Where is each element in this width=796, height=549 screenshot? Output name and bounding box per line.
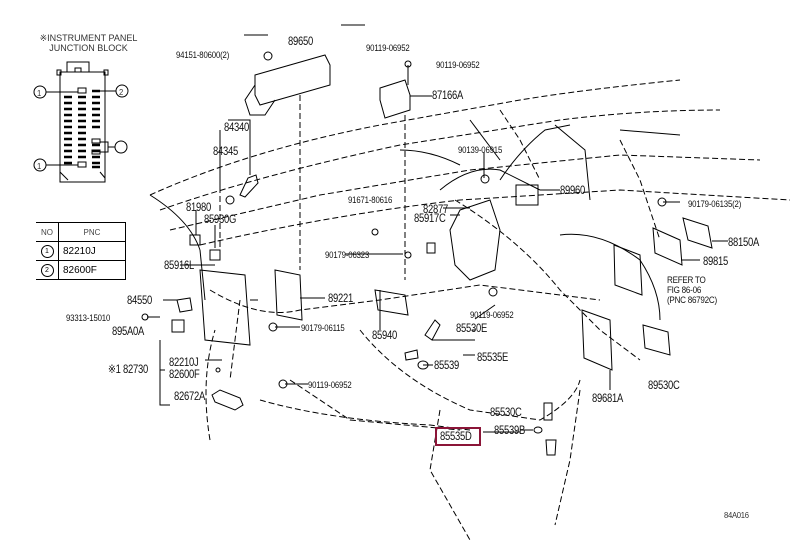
part-label-85530C[interactable]: 85530C	[490, 407, 522, 419]
part-label-84550[interactable]: 84550	[127, 295, 152, 307]
part-label-89650[interactable]: 89650	[288, 36, 313, 48]
highlighted-part-box	[435, 427, 481, 446]
junction-block-inset	[33, 61, 129, 183]
part-label-90179-06135[interactable]: 90179-06135(2)	[688, 199, 742, 210]
part-label-82600F[interactable]: 82600F	[169, 369, 200, 381]
pnc-table-row: 1 82210J	[36, 241, 126, 261]
part-label-85535E[interactable]: 85535E	[477, 352, 509, 364]
part-label-85930G[interactable]: 85930G	[204, 214, 237, 226]
part-label-82877[interactable]: 82877	[423, 204, 448, 216]
row-number-circle: 2	[40, 263, 54, 277]
part-label-90119-06952-c[interactable]: 90119-06952	[470, 310, 514, 321]
part-label-93313-15010[interactable]: 93313-15010	[66, 313, 111, 324]
part-label-90119-06952-d[interactable]: 90119-06952	[308, 380, 352, 391]
part-label-89960[interactable]: 89960	[560, 185, 585, 197]
pnc-legend-table: NO PNC 1 82210J 2 82600F	[36, 222, 126, 280]
header-pnc: PNC	[58, 222, 126, 242]
part-label-90119-06952-b[interactable]: 90119-06952	[436, 60, 480, 71]
part-label-85940[interactable]: 85940	[372, 330, 397, 342]
part-label-90179-06115[interactable]: 90179-06115	[301, 323, 345, 334]
part-label-89815[interactable]: 89815	[703, 256, 728, 268]
part-label-94151-80600[interactable]: 94151-80600(2)	[176, 50, 230, 61]
callout-1-top: 1	[37, 88, 41, 98]
part-label-84345[interactable]: 84345	[213, 146, 238, 158]
component-shapes	[141, 51, 713, 456]
instrument-panel-outline	[149, 79, 791, 541]
pnc-table-row: 2 82600F	[36, 260, 126, 280]
refer-note-line1: REFER TO	[667, 275, 706, 286]
junction-block-title-line2: JUNCTION BLOCK	[49, 43, 128, 53]
part-label-85530E[interactable]: 85530E	[456, 323, 488, 335]
header-no: NO	[36, 222, 59, 242]
part-label-89530C[interactable]: 89530C	[648, 380, 680, 392]
junction-block-title: ※INSTRUMENT PANEL JUNCTION BLOCK	[36, 33, 141, 53]
refer-note-line3[interactable]: (PNC 86792C)	[667, 295, 717, 306]
part-label-91671-80616[interactable]: 91671-80616	[348, 195, 393, 206]
part-label-85535D[interactable]: 85535D	[440, 431, 472, 443]
figure-code: 84A016	[724, 510, 749, 520]
part-label-90139-06915[interactable]: 90139-06915	[458, 145, 503, 156]
part-label-85917C[interactable]: 85917C	[414, 213, 446, 225]
part-label-85539B[interactable]: 85539B	[494, 425, 526, 437]
part-label-81980[interactable]: 81980	[186, 202, 211, 214]
part-label-82730[interactable]: ※1 82730	[108, 364, 149, 376]
part-label-895A0A[interactable]: 895A0A	[112, 326, 145, 338]
callout-1-bottom: 1	[37, 161, 41, 171]
pnc-value[interactable]: 82600F	[58, 260, 126, 280]
part-label-82672A[interactable]: 82672A	[174, 391, 206, 403]
pnc-value[interactable]: 82210J	[58, 241, 126, 261]
callout-2: 2	[119, 87, 123, 97]
part-label-89221[interactable]: 89221	[328, 293, 353, 305]
leader-lines	[147, 24, 728, 433]
pnc-table-header: NO PNC	[36, 222, 126, 242]
refer-note-line2[interactable]: FIG 86-06	[667, 285, 702, 296]
junction-block-title-line1: ※INSTRUMENT PANEL	[39, 33, 138, 43]
part-label-84340[interactable]: 84340	[224, 122, 249, 134]
part-label-90179-06323[interactable]: 90179-06323	[325, 250, 370, 261]
part-label-89681A[interactable]: 89681A	[592, 393, 624, 405]
part-label-82210J[interactable]: 82210J	[169, 357, 199, 369]
part-label-87166A[interactable]: 87166A	[432, 90, 464, 102]
part-label-85916L[interactable]: 85916L	[164, 260, 194, 272]
part-label-90119-06952-a[interactable]: 90119-06952	[366, 43, 410, 54]
part-label-85539[interactable]: 85539	[434, 360, 459, 372]
part-label-88150A[interactable]: 88150A	[728, 237, 760, 249]
row-number-circle: 1	[40, 244, 54, 258]
